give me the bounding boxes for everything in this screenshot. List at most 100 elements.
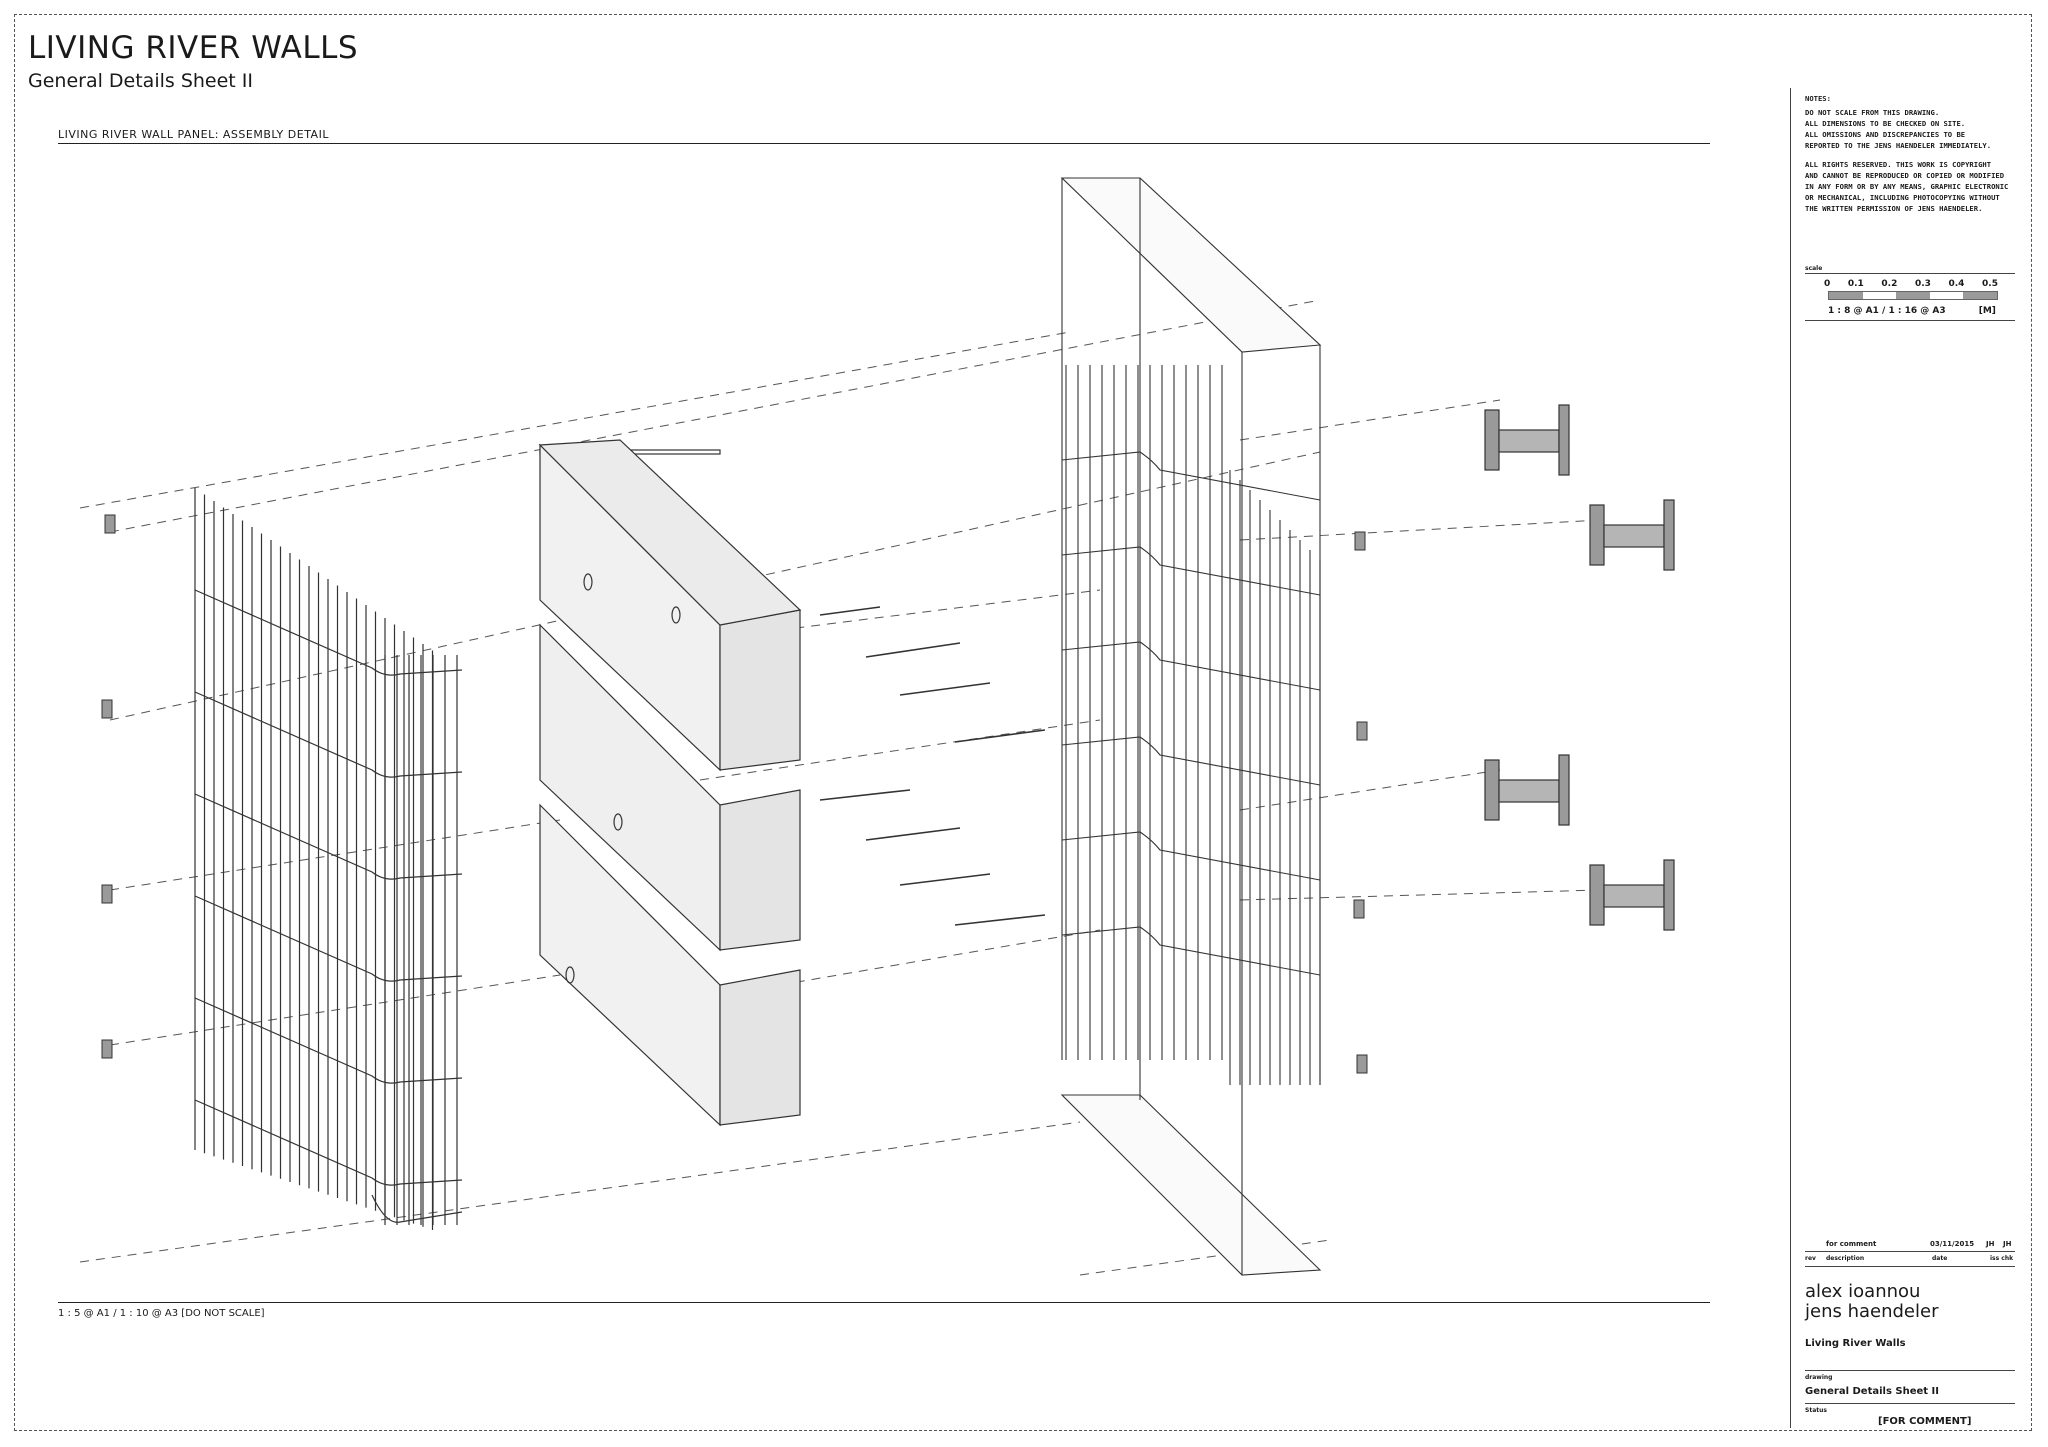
rev-col-description: description bbox=[1826, 1255, 1865, 1262]
projection-lines bbox=[79, 299, 1601, 1276]
fixing-plates bbox=[101, 514, 1368, 1074]
drawing-name: General Details Sheet II bbox=[1805, 1386, 1939, 1397]
detail-bottom-rule bbox=[58, 1302, 1710, 1303]
rev-rule-bottom bbox=[1805, 1266, 2015, 1267]
rear-cage-hoop bbox=[1061, 736, 1321, 786]
titleblock-divider bbox=[1790, 88, 1791, 1428]
projection-line bbox=[109, 974, 561, 1046]
fixing-plate bbox=[1356, 721, 1368, 741]
connector-rod bbox=[954, 914, 1046, 926]
cage-hoop bbox=[194, 997, 463, 1084]
rear-cage-hoop bbox=[1061, 546, 1321, 596]
rev-chk: JH bbox=[2003, 1240, 2012, 1248]
bracket-arm bbox=[1498, 779, 1560, 803]
fixing-plate bbox=[104, 514, 116, 534]
cage-hoop bbox=[194, 793, 463, 880]
scale-bar-segments bbox=[1828, 291, 1998, 300]
scale-ratio: 1 : 8 @ A1 / 1 : 16 @ A3 [M] bbox=[1828, 306, 1996, 316]
anchor-brackets bbox=[1484, 404, 1675, 931]
block-hole bbox=[583, 573, 593, 591]
rear-cage-hoop bbox=[1061, 451, 1321, 501]
connector-rod bbox=[954, 729, 1046, 743]
status-label: Status bbox=[1805, 1407, 1827, 1414]
bracket-arm bbox=[1603, 884, 1665, 908]
connector-rod bbox=[865, 827, 961, 841]
bracket-plate bbox=[1663, 499, 1675, 571]
project-name: Living River Walls bbox=[1805, 1338, 1906, 1349]
sheet-subtitle: General Details Sheet II bbox=[28, 70, 254, 92]
scale-tick: 0.4 bbox=[1948, 279, 1965, 289]
stone-block-top bbox=[538, 439, 802, 626]
fixing-plate bbox=[101, 884, 113, 904]
connector-rod bbox=[865, 642, 961, 658]
rev-col-date: date bbox=[1932, 1255, 1948, 1262]
cage-hoop bbox=[194, 589, 463, 676]
fixing-plate bbox=[1353, 899, 1365, 919]
bracket-arm bbox=[1603, 524, 1665, 548]
scale-tick: 0.2 bbox=[1881, 279, 1898, 289]
connector-rod bbox=[899, 682, 991, 696]
projection-line bbox=[779, 929, 1101, 986]
rear-cage-hoop bbox=[1061, 926, 1321, 976]
bracket-plate bbox=[1663, 859, 1675, 931]
stone-fill-blocks bbox=[538, 439, 802, 1127]
bracket-arm bbox=[1498, 429, 1560, 453]
notes-copyright: ALL RIGHTS RESERVED. THIS WORK IS COPYRI… bbox=[1805, 160, 2009, 213]
scale-tick: 0.3 bbox=[1914, 279, 1931, 289]
scale-rule bbox=[1805, 273, 2015, 274]
projection-line bbox=[109, 819, 561, 891]
rev-col-iss-chk: iss chk bbox=[1990, 1255, 2014, 1262]
bracket-plate bbox=[1589, 504, 1605, 566]
projection-line bbox=[1239, 889, 1601, 901]
status-rule bbox=[1805, 1403, 2015, 1404]
bracket-plate bbox=[1558, 404, 1570, 476]
bracket-plate bbox=[1484, 759, 1500, 821]
rev-iss: JH bbox=[1986, 1240, 1995, 1248]
scale-label: scale bbox=[1805, 265, 1823, 272]
projection-line bbox=[1239, 519, 1601, 541]
projection-line bbox=[1239, 769, 1501, 811]
front-mesh-cage bbox=[194, 488, 463, 1230]
scale-tick: 0.5 bbox=[1982, 279, 1998, 289]
scale-tick: 0.1 bbox=[1847, 279, 1864, 289]
bracket-plate bbox=[1589, 864, 1605, 926]
connector-rod bbox=[899, 873, 991, 886]
rear-mesh-cage bbox=[1060, 177, 1322, 1276]
connector-rods bbox=[819, 606, 1046, 926]
cage-hoop bbox=[194, 895, 463, 982]
detail-title: LIVING RIVER WALL PANEL: ASSEMBLY DETAIL bbox=[58, 128, 329, 141]
bracket-plate bbox=[1558, 754, 1570, 826]
rev-description: for comment bbox=[1826, 1240, 1877, 1248]
status-value: [FOR COMMENT] bbox=[1878, 1416, 1972, 1427]
fixing-plate bbox=[1356, 1054, 1368, 1074]
stone-block-side bbox=[719, 969, 801, 1126]
notes-heading: NOTES: bbox=[1805, 94, 1831, 103]
scale-unit: [M] bbox=[1978, 306, 1996, 316]
drawing-rule bbox=[1805, 1370, 2015, 1371]
connector-rod bbox=[819, 606, 881, 616]
drawing-label: drawing bbox=[1805, 1374, 1833, 1381]
bracket-plate bbox=[1484, 409, 1500, 471]
rear-cage-hoop bbox=[1061, 831, 1321, 881]
stone-block-side bbox=[719, 609, 801, 771]
fixing-plate bbox=[101, 699, 113, 719]
cage-hoop bbox=[194, 691, 463, 778]
projection-line bbox=[1239, 399, 1501, 441]
block-hole bbox=[565, 966, 575, 984]
notes-block: NOTES: DO NOT SCALE FROM THIS DRAWING. A… bbox=[1805, 93, 2025, 222]
fixing-plate bbox=[1354, 531, 1366, 551]
connector-rod bbox=[819, 789, 911, 801]
top-mesh-plate bbox=[1060, 177, 1322, 353]
cage-hoop bbox=[371, 1194, 463, 1223]
scale-tick: 0 bbox=[1824, 279, 1831, 289]
rev-rule bbox=[1805, 1251, 2015, 1252]
projection-line bbox=[109, 299, 1321, 533]
projection-line bbox=[79, 331, 1071, 509]
author-2: jens haendeler bbox=[1805, 1301, 1939, 1322]
projection-line bbox=[699, 719, 1101, 781]
rev-date: 03/11/2015 bbox=[1930, 1240, 1975, 1248]
fixing-plate bbox=[101, 1039, 113, 1059]
stone-block-side bbox=[719, 789, 801, 951]
